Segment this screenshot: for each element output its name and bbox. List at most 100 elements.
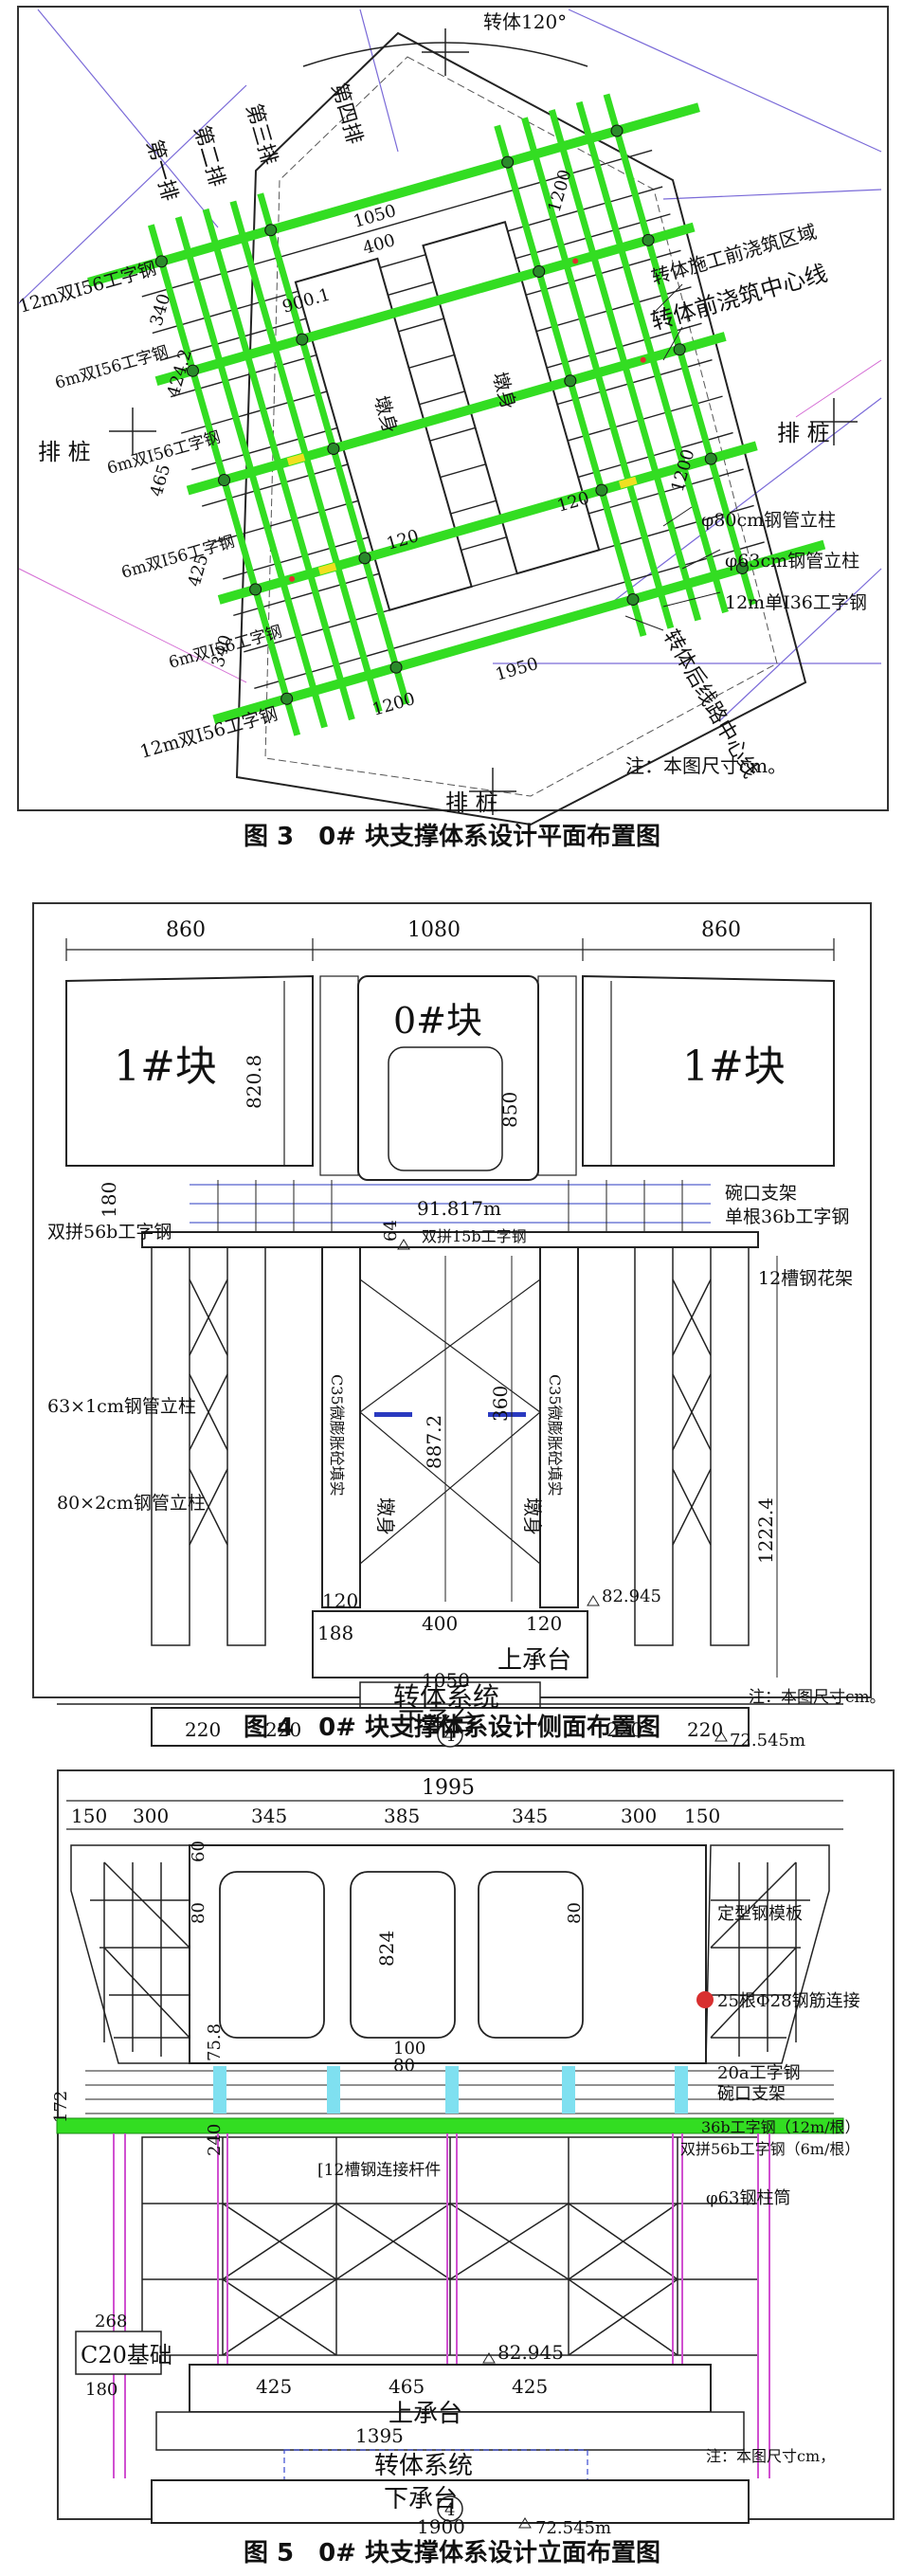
pier-label-1: 墩身	[374, 1497, 397, 1535]
dim-240: 240	[205, 2124, 225, 2156]
figure-4-side-drawing: 860 1080 860 1#块 0#块 1#块 820.8 850 180 6…	[47, 918, 886, 1751]
fig4-note: 注：本图尺寸cm。	[749, 1688, 886, 1707]
block-1-right-label: 1#块	[682, 1043, 786, 1091]
green-main-beam	[56, 2117, 844, 2134]
fig5-note: 注：本图尺寸cm，	[706, 2447, 835, 2465]
bowl-support-label: 碗口支架	[725, 1183, 797, 1204]
elevation-mid: 82.945	[497, 2341, 564, 2364]
row2-label: 第二排	[189, 123, 228, 190]
rotate-arrow-icon	[302, 42, 588, 67]
block-0-label: 0#块	[393, 1000, 482, 1042]
double-56b-label: 双拼56b工字钢	[47, 1222, 172, 1243]
construction-lines	[18, 9, 882, 721]
dim-268: 268	[95, 2312, 127, 2331]
dim-887: 887.2	[423, 1415, 445, 1469]
left-tower	[151, 1246, 266, 1646]
dim-1950: 1950	[494, 654, 541, 685]
right-wing-formwork	[705, 1844, 830, 2064]
fig3-note: 注：本图尺寸cm。	[625, 754, 786, 777]
rebar-icon	[696, 1991, 714, 2008]
dim-1200-a: 1200	[545, 168, 576, 215]
axis-circle-icon	[437, 1721, 463, 1748]
block-1-left	[65, 974, 314, 1167]
rebar-label: 25根Φ28钢筋连接	[717, 1991, 860, 2011]
row3-label: 第三排	[241, 101, 280, 168]
dim-820: 820.8	[243, 1055, 265, 1109]
dim-220-d: 220	[687, 1718, 723, 1741]
double-15b-label: 双拼15b工字钢	[422, 1227, 527, 1245]
pile-bottom-label: 排 桩	[445, 789, 498, 816]
pile-marker-bottom	[469, 768, 516, 815]
dim-220-a: 220	[185, 1718, 221, 1741]
elev-marker-bot-icon	[518, 2517, 532, 2529]
rotation-system-label: 转体系统	[374, 2452, 473, 2480]
dim-120-b: 120	[526, 1612, 562, 1635]
dim-1995: 1995	[422, 1776, 475, 1800]
beam-grid	[87, 93, 826, 736]
axis-circle-icon	[437, 2495, 463, 2522]
tube-63-label: φ63钢柱筒	[706, 2188, 791, 2208]
pile-left-label: 排 桩	[38, 439, 91, 465]
rotate-label: 转体120°	[483, 10, 567, 33]
box-cells	[219, 1871, 584, 2039]
lower-cap-label: 下承台	[384, 2485, 458, 2513]
c20-foundation	[75, 2331, 162, 2375]
dim-465: 465	[389, 2375, 425, 2398]
dim-860-right: 860	[701, 918, 741, 942]
elev-marker-bot-icon	[714, 1731, 728, 1742]
dim-172: 172	[51, 2091, 71, 2123]
figure-5: 1995 150 300 345 385 345 300 150 60 80 8…	[0, 1758, 904, 2576]
c35-right-label: C35微膨胀砼填实	[546, 1374, 564, 1497]
dim-180: 180	[98, 1182, 120, 1218]
dim-150-right: 150	[684, 1805, 720, 1827]
channel-frame-label: 12槽钢花架	[758, 1268, 853, 1289]
tie-label: [12槽钢连接杆件	[317, 2161, 441, 2180]
c35-left-label: C35微膨胀砼填实	[328, 1374, 346, 1497]
elev-marker-mid-icon	[482, 2352, 496, 2364]
dim-300-left: 300	[133, 1805, 169, 1827]
dim-220-c: 220	[606, 1718, 642, 1741]
dim-80-b: 80	[565, 1902, 585, 1924]
right-tower	[634, 1246, 750, 1646]
left-wing-formwork	[70, 1844, 195, 2064]
c20-foundation-label: C20基础	[81, 2342, 172, 2368]
block-1-left-label: 1#块	[114, 1043, 217, 1091]
row4-label: 第四排	[326, 81, 366, 147]
pile-marker-right	[810, 398, 858, 445]
elev-marker-top-icon	[397, 1239, 410, 1250]
rotation-system-label: 转体系统	[393, 1681, 499, 1713]
dim-340-a: 340	[147, 292, 175, 329]
pile-right-label: 排 桩	[777, 420, 830, 446]
elevation-mid: 82.945	[602, 1587, 661, 1606]
elevation-bottom: 72.545m	[730, 1731, 805, 1751]
single-36b-label: 单根36b工字钢	[725, 1206, 849, 1227]
dim-220-b: 220	[265, 1718, 301, 1741]
axis-circle-label: 4	[444, 1726, 455, 1746]
transverse-beam	[141, 1231, 759, 1248]
bowl-support-label: 碗口支架	[717, 2084, 786, 2104]
upper-cap-label: 上承台	[497, 1646, 571, 1675]
beam-12m-bottom-label: 12m双I56工字钢	[137, 703, 280, 762]
dim-1080: 1080	[407, 918, 461, 942]
dim-860-left: 860	[166, 918, 206, 942]
figure-3: 转体120° 第一排 第二排 第三排 第四排 1050 400 900.1 12…	[0, 0, 904, 853]
dim-64: 64	[381, 1220, 401, 1242]
figure-3-caption: 图 3 0# 块支撑体系设计平面布置图	[243, 823, 661, 851]
dim-345-right: 345	[512, 1805, 548, 1827]
dim-120-a: 120	[322, 1589, 358, 1612]
lower-cap-label: 下承台	[398, 1706, 478, 1737]
i36b-label: 36b工字钢（12m/根）	[701, 2118, 860, 2136]
support-frame	[141, 2136, 759, 2356]
elevation-bottom: 72.545m	[535, 2518, 611, 2538]
elevation-top: 91.817m	[417, 1197, 501, 1220]
pile-marker-top	[422, 28, 469, 76]
upper-cap-label: 上承台	[389, 2400, 462, 2428]
figure-5-elevation-drawing: 1995 150 300 345 385 345 300 150 60 80 8…	[51, 1776, 860, 2538]
steel-63-label: φ63cm钢管立柱	[725, 551, 859, 571]
figure-3-frame	[17, 6, 889, 811]
i20a-label: 20a工字钢	[717, 2063, 801, 2083]
formwork-label: 定型钢模板	[717, 1904, 803, 1924]
figure-4-caption: 图 4 0# 块支撑体系设计侧面布置图	[243, 1714, 661, 1742]
figure-4: 860 1080 860 1#块 0#块 1#块 820.8 850 180 6…	[0, 881, 904, 1753]
axis-circle-label: 4	[444, 2500, 455, 2520]
